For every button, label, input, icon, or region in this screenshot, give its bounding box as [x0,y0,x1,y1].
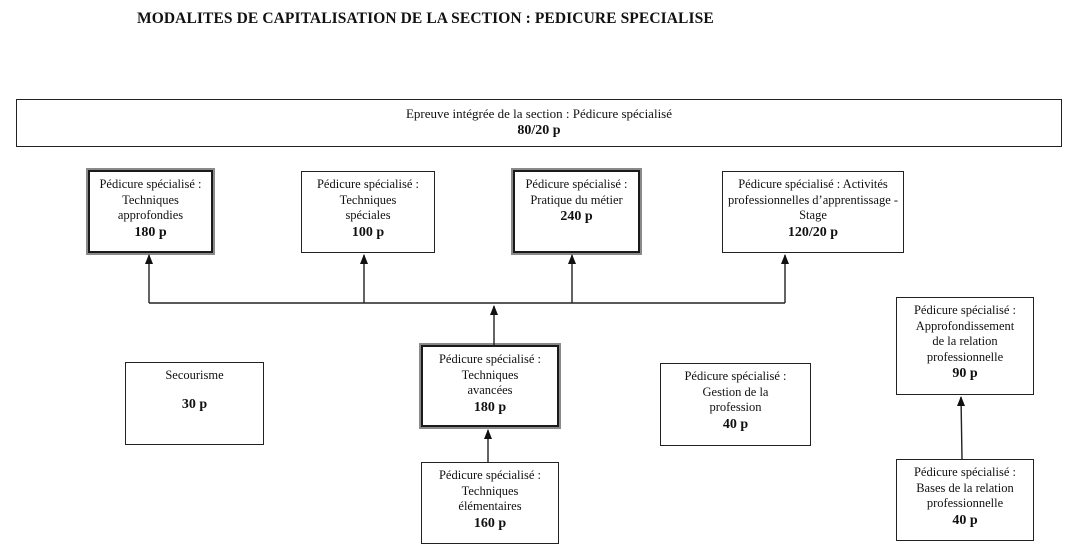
unit-box-techniques-elementaires: Pédicure spécialisé : Techniques élément… [421,462,559,544]
unit-line: de la relation [932,334,998,348]
unit-points: 160 p [473,515,507,531]
unit-line: Pédicure spécialisé : [438,468,542,482]
unit-line: profession [709,400,762,414]
unit-line: approfondies [117,208,184,222]
unit-line: Pédicure spécialisé : [913,303,1017,317]
unit-box-techniques-speciales: Pédicure spécialisé : Techniques spécial… [301,171,435,253]
unit-line: professionnelle [926,349,1004,364]
unit-box-pratique-du-metier: Pédicure spécialisé : Pratique du métier… [511,168,642,255]
unit-box-gestion-profession: Pédicure spécialisé : Gestion de la prof… [660,363,811,446]
unit-points: 240 p [560,209,593,224]
unit-box-bases-relation: Pédicure spécialisé : Bases de la relati… [896,459,1034,541]
integrated-exam-box: Epreuve intégrée de la section : Pédicur… [16,99,1062,147]
unit-line: Pratique du métier [530,192,623,207]
unit-points: 30 p [181,396,208,412]
unit-box-activites-professionnelles: Pédicure spécialisé : Activités professi… [722,171,904,253]
unit-line: Bases de la relation [916,480,1014,495]
unit-line: Pédicure spécialisé : [316,177,420,191]
unit-box-secourisme: Secourisme 30 p [125,362,264,445]
unit-line: Techniques [461,483,519,498]
unit-line: Pédicure spécialisé : Activités [738,177,888,191]
arrow-from-bases-relation [957,396,965,460]
spacer [126,384,263,396]
unit-line: professionnelle [926,496,1004,510]
unit-line: élémentaires [458,499,522,513]
unit-points: 100 p [351,224,385,240]
unit-line: Techniques [122,192,179,207]
unit-line: spéciales [345,208,391,222]
unit-line: Pédicure spécialisé : [438,352,542,366]
page-title: MODALITES DE CAPITALISATION DE LA SECTIO… [137,10,714,27]
unit-line: Approfondissement [915,318,1015,333]
unit-line: Gestion de la [702,384,769,399]
unit-box-approfondissement-relation: Pédicure spécialisé : Approfondissement … [896,297,1034,395]
unit-points: 40 p [952,512,978,528]
unit-line: Secourisme [165,368,224,382]
unit-line: professionnelles d’apprentissage - [727,192,899,207]
unit-line: Stage [799,208,827,222]
unit-points: 40 p [722,416,749,432]
unit-line: Techniques [461,367,519,382]
unit-points: 120/20 p [787,224,839,240]
unit-points: 90 p [952,366,978,381]
unit-line: Techniques [339,192,397,207]
unit-line: Pédicure spécialisé : [99,177,202,191]
unit-points: 180 p [473,399,507,415]
unit-line: Pédicure spécialisé : [525,177,628,191]
unit-line: avancées [467,383,513,397]
unit-line: Pédicure spécialisé : [913,465,1017,479]
integrated-exam-points: 80/20 p [517,122,561,138]
unit-points: 180 p [134,224,167,240]
unit-box-techniques-approfondies: Pédicure spécialisé : Techniques approfo… [86,168,215,255]
integrated-exam-label: Epreuve intégrée de la section : Pédicur… [405,106,673,121]
unit-line: Pédicure spécialisé : [684,369,787,383]
unit-box-techniques-avancees: Pédicure spécialisé : Techniques avancée… [419,343,561,429]
